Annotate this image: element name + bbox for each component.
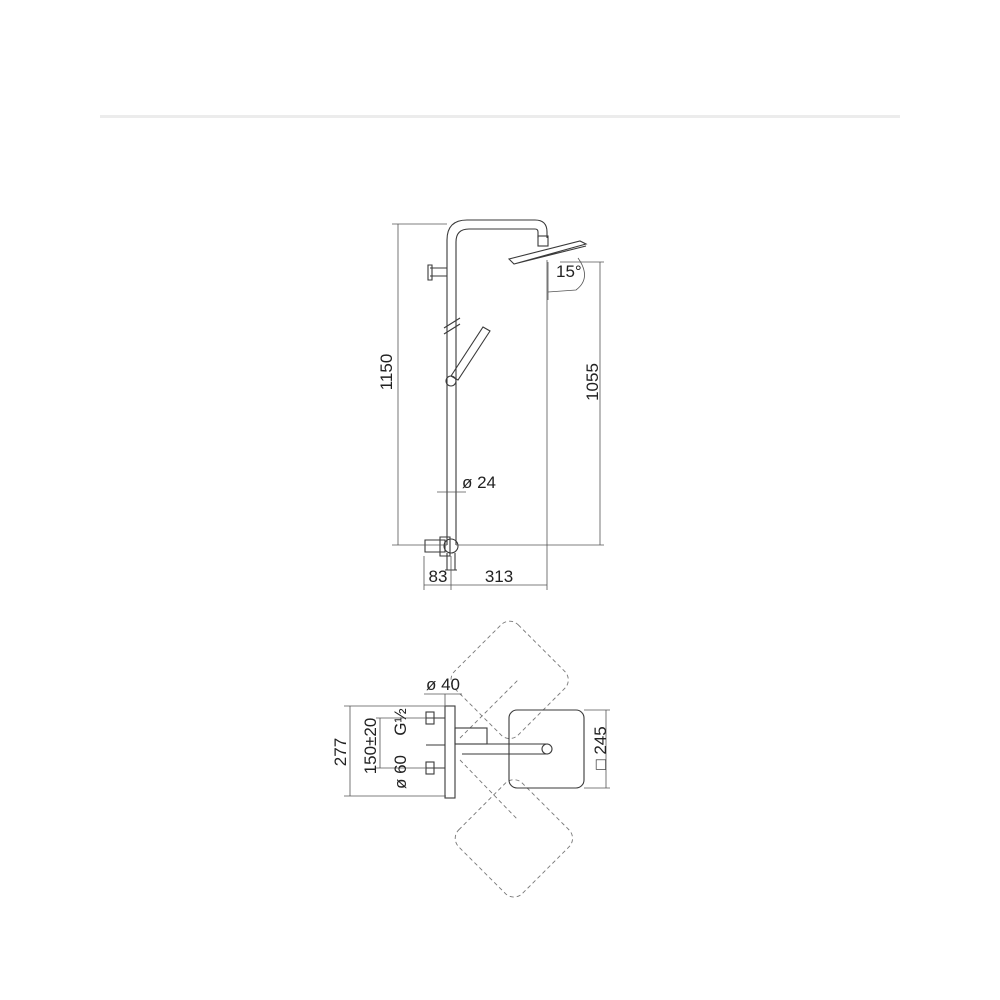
dim-total-height: 1150 [377, 354, 396, 391]
inlets-plan [426, 717, 445, 769]
rotated-head-upper [450, 620, 569, 739]
head-joint [537, 235, 549, 247]
dim-offset-left: 83 [429, 567, 448, 586]
header-divider [100, 115, 900, 118]
bracket-plan [454, 727, 488, 745]
dim-thread: G½ [391, 708, 410, 735]
dim-pipe-diameter: ø 24 [462, 473, 496, 492]
dim-valve-diameter: ø 40 [426, 675, 460, 694]
mixer-knob [443, 538, 459, 554]
hand-shower [450, 326, 491, 381]
dim-escutcheon: ø 60 [391, 755, 410, 789]
dim-line-head-size [584, 709, 610, 789]
dim-line-total-height [392, 223, 447, 546]
dim-line-centers [376, 717, 426, 769]
rotated-head-lower [454, 779, 573, 898]
riser-pipe [446, 219, 548, 545]
arm-plan [462, 743, 548, 755]
dim-line-overall [344, 705, 446, 797]
dim-head-size: □ 245 [591, 726, 610, 769]
dim-line-bottom [423, 260, 548, 590]
dim-overall: 277 [331, 738, 350, 766]
mixer-plan [444, 705, 456, 799]
plan-view: 277 150±20 G½ ø 60 ø 40 □ 245 [331, 620, 610, 898]
dim-head-height: 1055 [583, 363, 602, 401]
head-plan [508, 709, 585, 789]
dim-tilt-angle: 15° [556, 262, 582, 281]
dim-line-head-height [456, 261, 604, 546]
mixer-body [424, 536, 451, 557]
dim-centers: 150±20 [361, 718, 380, 775]
arm-end [541, 743, 553, 755]
shower-head [507, 240, 588, 265]
hand-shower-holder [445, 375, 457, 387]
slider [443, 317, 461, 335]
elevation-view: 1150 1055 15° ø 24 83 313 [377, 219, 604, 590]
dim-line-valve [424, 693, 462, 706]
upper-bracket [427, 264, 447, 281]
dim-arm-length: 313 [485, 567, 513, 586]
